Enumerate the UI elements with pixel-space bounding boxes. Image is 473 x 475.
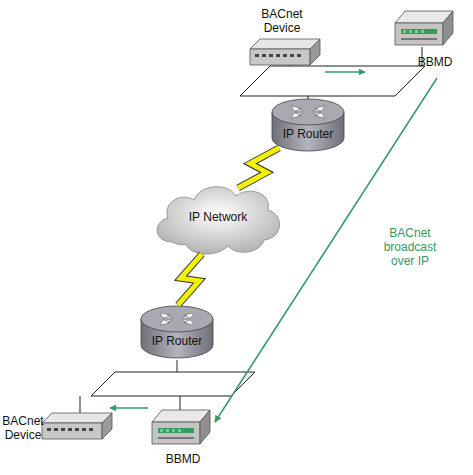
wan-link-bolt <box>238 148 279 188</box>
bbmd-device-icon <box>150 410 212 446</box>
wan-link-bolt <box>178 254 202 305</box>
bbmd-device: BBMD <box>365 5 460 78</box>
arrow-line <box>325 71 365 73</box>
broadcast-arrow <box>325 72 365 73</box>
lan-drop <box>80 396 81 413</box>
bbmd-device: BBMD <box>148 400 215 470</box>
lan-drop <box>180 396 181 411</box>
node-label: IP Router <box>273 127 343 141</box>
node-label: BACnet Device <box>0 414 46 442</box>
lan-segment <box>240 66 425 96</box>
bacnet-device-icon <box>250 39 320 67</box>
bolt-outline <box>238 148 279 188</box>
arrow-line <box>110 407 148 409</box>
broadcast-arrow <box>215 78 437 422</box>
ip-router: IP Router <box>271 98 346 154</box>
bolt-fill <box>178 254 202 305</box>
bacnet-device: BACnet Device <box>0 400 110 450</box>
node-label: BBMD <box>410 55 460 69</box>
bolt-fill <box>238 148 279 188</box>
bacnet-device-icon <box>42 413 112 441</box>
bolt-outline <box>178 254 202 305</box>
bacnet-device: BACnet Device <box>245 5 325 78</box>
ip-network-cloud: IP Network <box>150 180 286 258</box>
node-label: IP Router <box>142 334 212 348</box>
node-label: IP Network <box>170 210 266 224</box>
ip-router-icon <box>140 305 215 361</box>
arrow-line <box>215 78 437 422</box>
node-label: BBMD <box>158 452 208 466</box>
lan-segment <box>91 372 255 396</box>
ip-router: IP Router <box>140 305 215 361</box>
node-label: BACnet Device <box>257 7 307 35</box>
lan-drop <box>177 360 178 372</box>
broadcast-arrow <box>110 408 148 409</box>
edge-label: BACnet broadcast over IP <box>376 226 444 268</box>
bbmd-device-icon <box>393 11 455 47</box>
ip-router-icon <box>271 98 346 154</box>
